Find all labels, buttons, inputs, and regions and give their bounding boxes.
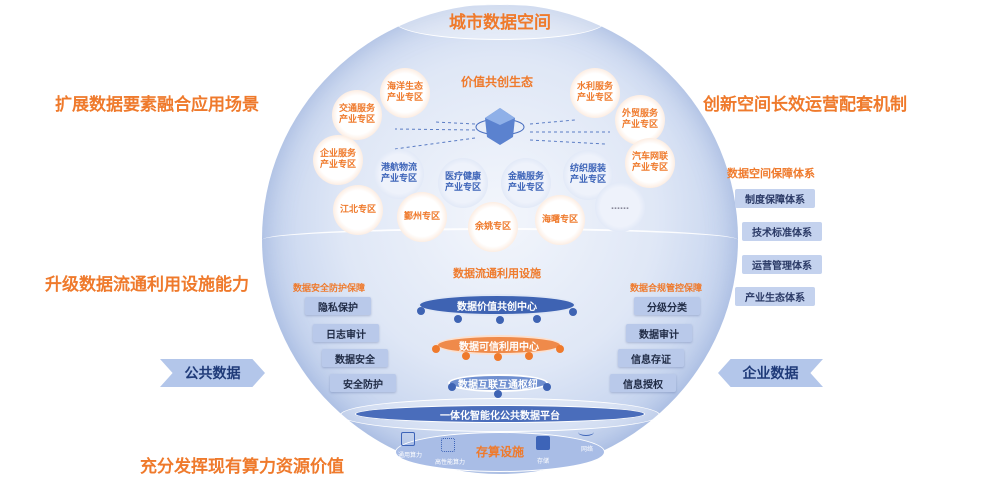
chip-icon [441,438,455,452]
security-item[interactable]: 日志审计 [313,324,379,342]
compute-item: 存储 [536,458,550,465]
zone-bubble[interactable]: 医疗健康产业专区 [438,158,488,208]
zone-bubble[interactable]: 海曙专区 [535,195,585,245]
guarantee-item[interactable]: 制度保障体系 [735,189,815,208]
guarantee-title: 数据空间保障体系 [727,167,815,180]
compute-title: 存算设施 [475,445,525,459]
compliance-title: 数据合规管控保障 [630,284,703,294]
zone-bubble[interactable]: 余姚专区 [468,202,518,252]
public-data-input: 公共数据 [160,359,265,387]
security-item[interactable]: 数据安全 [322,349,388,367]
node-dot [454,315,462,323]
node-dot [569,308,577,316]
node-dot [417,307,425,315]
zone-bubble[interactable]: 海洋生态产业专区 [380,68,430,118]
node-dot [494,353,502,361]
node-dot [533,315,541,323]
zone-bubble[interactable]: 汽车网联产业专区 [625,138,675,188]
sphere-top-cap [395,4,605,40]
compliance-item[interactable]: 分级分类 [634,297,700,315]
node-dot [448,383,456,391]
value-cocreation-center[interactable]: 数据价值共创中心 [418,294,576,316]
zone-bubble[interactable]: 鄞州专区 [397,192,447,242]
compliance-item[interactable]: 数据审计 [626,324,692,342]
node-dot [462,352,470,360]
security-item[interactable]: 安全防护 [330,374,396,392]
security-item[interactable]: 隐私保护 [305,297,371,315]
network-icon [578,428,594,436]
zone-bubble[interactable]: 江北专区 [333,185,383,235]
node-dot [432,345,440,353]
zone-bubble-more[interactable]: …… [595,182,645,232]
sphere-title: 城市数据空间 [449,13,551,33]
compute-item: 网络 [580,446,594,453]
node-dot [543,383,551,391]
compliance-item[interactable]: 信息存证 [618,349,684,367]
compliance-item[interactable]: 信息授权 [610,374,676,392]
storage-icon [536,436,550,450]
ecosystem-title: 价值共创生态 [460,75,534,89]
guarantee-item[interactable]: 运营管理体系 [742,255,822,274]
security-title: 数据安全防护保障 [293,284,366,294]
trusted-utilization-center[interactable]: 数据可信利用中心 [436,335,562,355]
facility-title: 数据流通利用设施 [453,267,541,280]
integrated-public-data-platform[interactable]: 一体化智能化公共数据平台 [355,405,645,423]
label-extend: 扩展数据要素融合应用场景 [55,95,259,115]
ecosystem-arrows [394,119,610,150]
node-dot [525,352,533,360]
zone-bubble[interactable]: 外贸服务产业专区 [615,95,665,145]
node-dot [494,390,502,398]
compute-item: 通用算力 [397,452,423,459]
enterprise-data-input: 企业数据 [718,359,823,387]
label-upgrade: 升级数据流通利用设施能力 [45,275,249,295]
label-leverage: 充分发挥现有算力资源价值 [140,457,344,477]
node-dot [556,345,564,353]
cube-icon [475,108,525,145]
zone-bubble[interactable]: 金融服务产业专区 [501,158,551,208]
zone-bubble[interactable]: 港航物流产业专区 [374,149,424,199]
guarantee-item[interactable]: 产业生态体系 [735,287,815,306]
cpu-icon [401,432,415,446]
label-innovate: 创新空间长效运营配套机制 [703,95,907,115]
compute-base [395,432,605,472]
zone-bubble[interactable]: 交通服务产业专区 [332,90,382,140]
compute-item: 高性能算力 [434,459,466,466]
zone-bubble[interactable]: 水利服务产业专区 [570,68,620,118]
guarantee-item[interactable]: 技术标准体系 [742,222,822,241]
node-dot [496,316,504,324]
zone-bubble[interactable]: 企业服务产业专区 [313,135,363,185]
